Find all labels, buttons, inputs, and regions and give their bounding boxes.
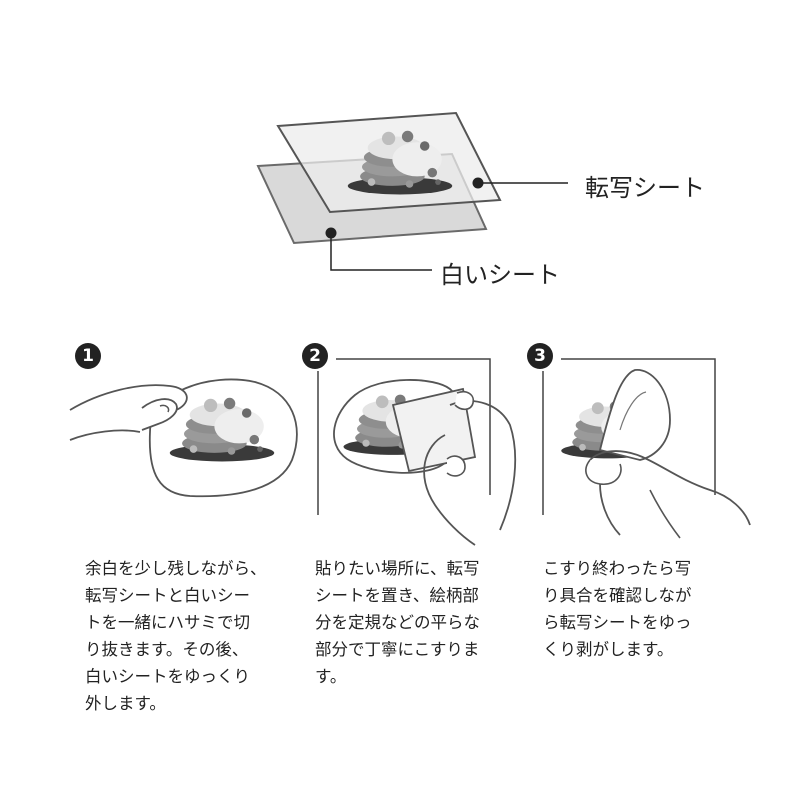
step-2-line: シートを置き、絵柄部 (315, 586, 479, 605)
step-1-line: 転写シートと白いシー (85, 586, 250, 605)
step-3-description: こすり終わったら写 り具合を確認しなが ら転写シートをゆっ くり剥がします。 (543, 555, 692, 663)
step-3-line: くり剥がします。 (543, 640, 674, 659)
step-2-illustration (333, 379, 517, 546)
step-3-illustration (561, 369, 751, 539)
step-3-frame (542, 358, 716, 515)
step-2-line: 部分で丁寧にこすりま (315, 640, 480, 659)
step-3-number: 3 (527, 343, 553, 369)
step-1-illustration (69, 378, 298, 498)
step-1-line: 余白を少し残しながら、 (85, 559, 267, 578)
step-1-line: 外します。 (85, 694, 166, 713)
step-1-description: 余白を少し残しながら、 転写シートと白いシー トを一緒にハサミで切 り抜きます。… (85, 555, 267, 717)
step-1-number: 1 (75, 343, 101, 369)
step-2-line: 貼りたい場所に、転写 (315, 559, 480, 578)
step-3-line: ら転写シートをゆっ (543, 613, 692, 632)
step-2-description: 貼りたい場所に、転写 シートを置き、絵柄部 分を定規などの平らな 部分で丁寧にこ… (315, 555, 480, 690)
transfer-sheet-label: 転写シート (585, 174, 705, 202)
step-2-number: 2 (302, 343, 328, 369)
step-3-line: こすり終わったら写 (543, 559, 692, 578)
step-1-line: トを一緒にハサミで切 (85, 613, 250, 632)
step-2-frame (317, 358, 491, 515)
step-2-line: す。 (315, 667, 347, 686)
white-sheet-label: 白いシート (440, 261, 560, 289)
step-1-line: 白いシートをゆっくり (85, 667, 250, 686)
step-1-line: り抜きます。その後、 (85, 640, 249, 659)
sheets-diagram (256, 111, 568, 271)
step-3-line: り具合を確認しなが (543, 586, 692, 605)
step-2-line: 分を定規などの平らな (315, 613, 480, 632)
